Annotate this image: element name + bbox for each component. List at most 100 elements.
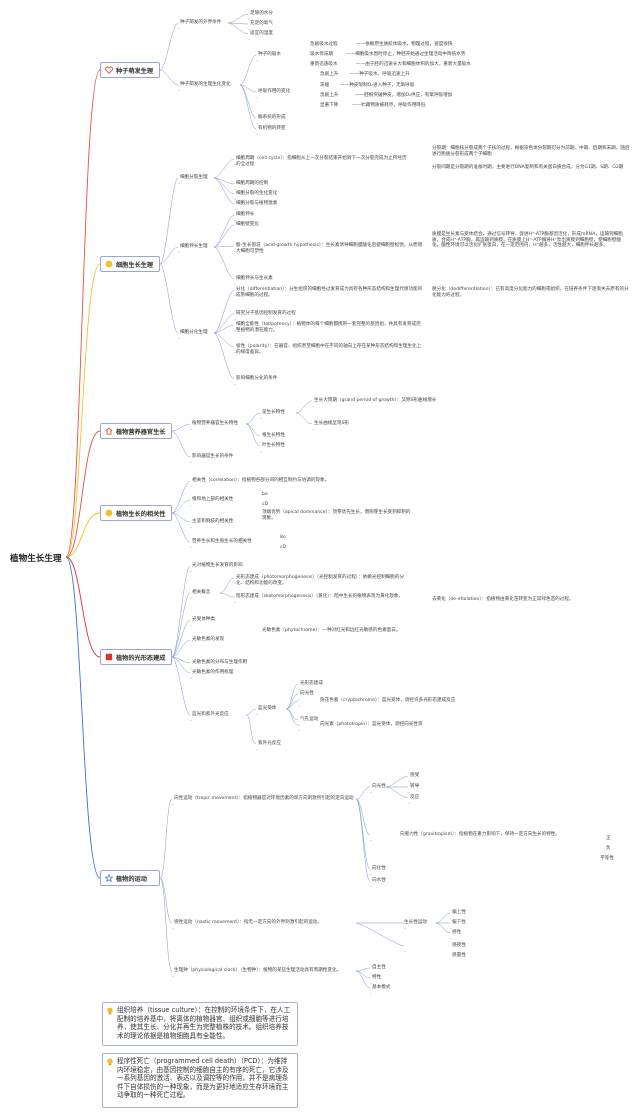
connector-line (65, 556, 101, 658)
connector-line (213, 245, 235, 248)
resp-item-key: 滞缓 (320, 83, 330, 88)
connector-line (159, 798, 173, 879)
connector-line (355, 798, 371, 882)
connector-line (285, 700, 299, 710)
corr-veg: 营养生长和生殖生长的相关性 (192, 539, 252, 544)
branch-cell-growth[interactable]: 细胞生长生理 (100, 256, 160, 272)
move-photo-item: 感受 (410, 773, 420, 778)
connector-line (213, 332, 235, 380)
sun-icon (105, 260, 113, 268)
connector-line (355, 970, 371, 989)
seed-external: 种子萌发的外界条件 (180, 20, 222, 25)
clock-item: 基本模式 (372, 985, 391, 990)
move-hydro: 向水性 (372, 878, 386, 883)
pcd-note[interactable]: 程序性死亡（programmed cell death）（PCD）：为维持内环境… (102, 1053, 298, 1108)
seed-external-item: 适宜的温度 (250, 31, 273, 36)
cell-elong-b: 细胞壁变化 (236, 222, 259, 227)
connector-line (245, 714, 257, 745)
connector-line (159, 177, 179, 265)
square-icon (105, 653, 113, 661)
resp-item-key: 急剧上升 (320, 93, 339, 98)
totipotency: 细胞全能性（totipotency）：植物体的每个细胞都携带一套完整的基因组，并… (236, 322, 421, 333)
phyto-def: 光敏色素（phytochrome）：一种对红光和远红光敏感的色素蛋白。 (262, 628, 401, 633)
connector-line (171, 639, 191, 658)
branch-seed-germination[interactable]: 种子萌发生理 (100, 62, 160, 78)
blue-item: 气孔运动 (300, 717, 319, 722)
connector-line (213, 177, 235, 185)
diff-mech: 研究分子基因控制发育的过程 (236, 311, 296, 316)
move-chem: 向化性 (372, 866, 386, 871)
diff-note: 脱分化（dedifferentiation）：已有高度分化能力的细胞或组织，在培… (432, 287, 629, 298)
correlation: 相关性（correlation）：指植物各部分间的相互制约与协调的现象。 (192, 478, 330, 483)
branch-photomorphogenesis[interactable]: 植物的光形态建成 (100, 649, 172, 665)
cell-hormone: 细胞周期的控制 (236, 181, 269, 186)
absorb-item-key: 吸水停滞期 (310, 52, 333, 57)
connector-line (355, 967, 371, 972)
branch-plant-movement[interactable]: 植物的运动 (100, 870, 160, 886)
connector-line (159, 69, 179, 86)
cell-elong-hormone: 细胞伸长与生长素 (236, 276, 273, 281)
photo2-def: 向光素（phototropin）：蓝光受体，调控向光性等 (320, 722, 423, 727)
connector-line (159, 246, 179, 265)
cell-cycle-note: 分裂期：细胞核分裂成两个子核的过程，根据染色体分裂期可分为前期、中期、后期和末期… (432, 146, 630, 157)
clock-item: 特性 (372, 975, 382, 980)
connector-line (245, 423, 261, 447)
photomorph-def: 光形态建成（photomorphogenesis）（光控制发育的过程）：依赖光控… (236, 575, 405, 586)
cell-elong: 细胞伸长生理 (180, 244, 208, 249)
connector-line (171, 480, 191, 514)
connector-line (213, 224, 235, 248)
sun-icon (105, 509, 113, 517)
connector-line (227, 22, 249, 35)
connector-line (239, 84, 257, 93)
connector-line (171, 423, 191, 432)
cell-elong-a: 细胞伸长 (236, 212, 255, 217)
corr-veg-item: cD (280, 545, 287, 550)
corr-rs-item: bo (262, 492, 268, 497)
grav-item: 正 (606, 836, 611, 841)
root-node[interactable]: 植物生长生理 (10, 554, 62, 564)
grav-item: 平等性 (600, 856, 614, 861)
organ-effect: 影响器官生长的条件 (192, 454, 234, 459)
photo-concept: 相关概念 (192, 590, 211, 595)
tissue-culture-note[interactable]: 组织培养（tissue culture）：在控制的环境条件下，在人工配制的培养基… (102, 1002, 298, 1046)
apical-def: 顶端优势（apical dominance）：顶芽优先生长，而侧芽生长受到抑制的… (262, 510, 411, 521)
connector-line (227, 13, 249, 24)
branch-vegetative-organ[interactable]: 植物营养器官生长 (100, 423, 172, 439)
connector-line (171, 499, 191, 514)
cell-diff: 细胞分化生理 (180, 330, 208, 335)
connector-line (171, 656, 191, 716)
move-photo: 向光性 (372, 784, 386, 789)
polarity: 极性（polarity）：在器官、组织甚至细胞中在不同的轴向上存在某种形态结构和… (236, 344, 422, 355)
connector-line (355, 922, 405, 947)
move-photo-item: 反应 (410, 795, 420, 800)
branch-label: 植物营养器官生长 (116, 428, 166, 436)
connector-line (159, 263, 179, 334)
connector-line (159, 22, 179, 71)
connector-line (285, 683, 299, 710)
branch-correlation[interactable]: 植物生长的相关性 (100, 505, 172, 521)
absorb-item-value: ——依赖原生质胶体吸水，物理过程，速度很快 (356, 42, 453, 47)
photo-signal: 光对植物生长发育的影响 (192, 563, 243, 568)
connector-line (385, 786, 409, 799)
connector-line (213, 289, 235, 334)
tropic-def: 向性运动（tropic movement）：指植物器官对环境因素的单方向刺激所引… (174, 796, 354, 801)
seed-resp: 呼吸作用的变化 (258, 89, 291, 94)
growth-move: 生长性运动 (404, 920, 427, 925)
connector-line (295, 412, 313, 425)
cell-phys: 细胞分裂的生化变化 (236, 191, 278, 196)
connector-line (245, 412, 261, 425)
connector-line (213, 313, 235, 334)
connector-line (65, 512, 101, 558)
note-text: 组织培养（tissue culture）：在控制的环境条件下，在人工配制的培养基… (117, 1006, 291, 1040)
resp-item-value: ——贮藏物质被耗尽，呼吸作用降低 (352, 103, 426, 108)
blue-receptor: 蓝光受体 (258, 706, 277, 711)
organ-leaf: 叶生长特性 (262, 443, 285, 448)
move-item: 偏上性 (452, 910, 466, 915)
connector-line (171, 512, 191, 523)
connector-line (171, 656, 191, 674)
seed-absorb: 种子的吸水 (258, 52, 281, 57)
branch-label: 种子萌发生理 (116, 67, 154, 75)
connector-line (285, 708, 299, 726)
star-icon (105, 874, 113, 882)
corr-veg-item: 8o (280, 535, 286, 540)
